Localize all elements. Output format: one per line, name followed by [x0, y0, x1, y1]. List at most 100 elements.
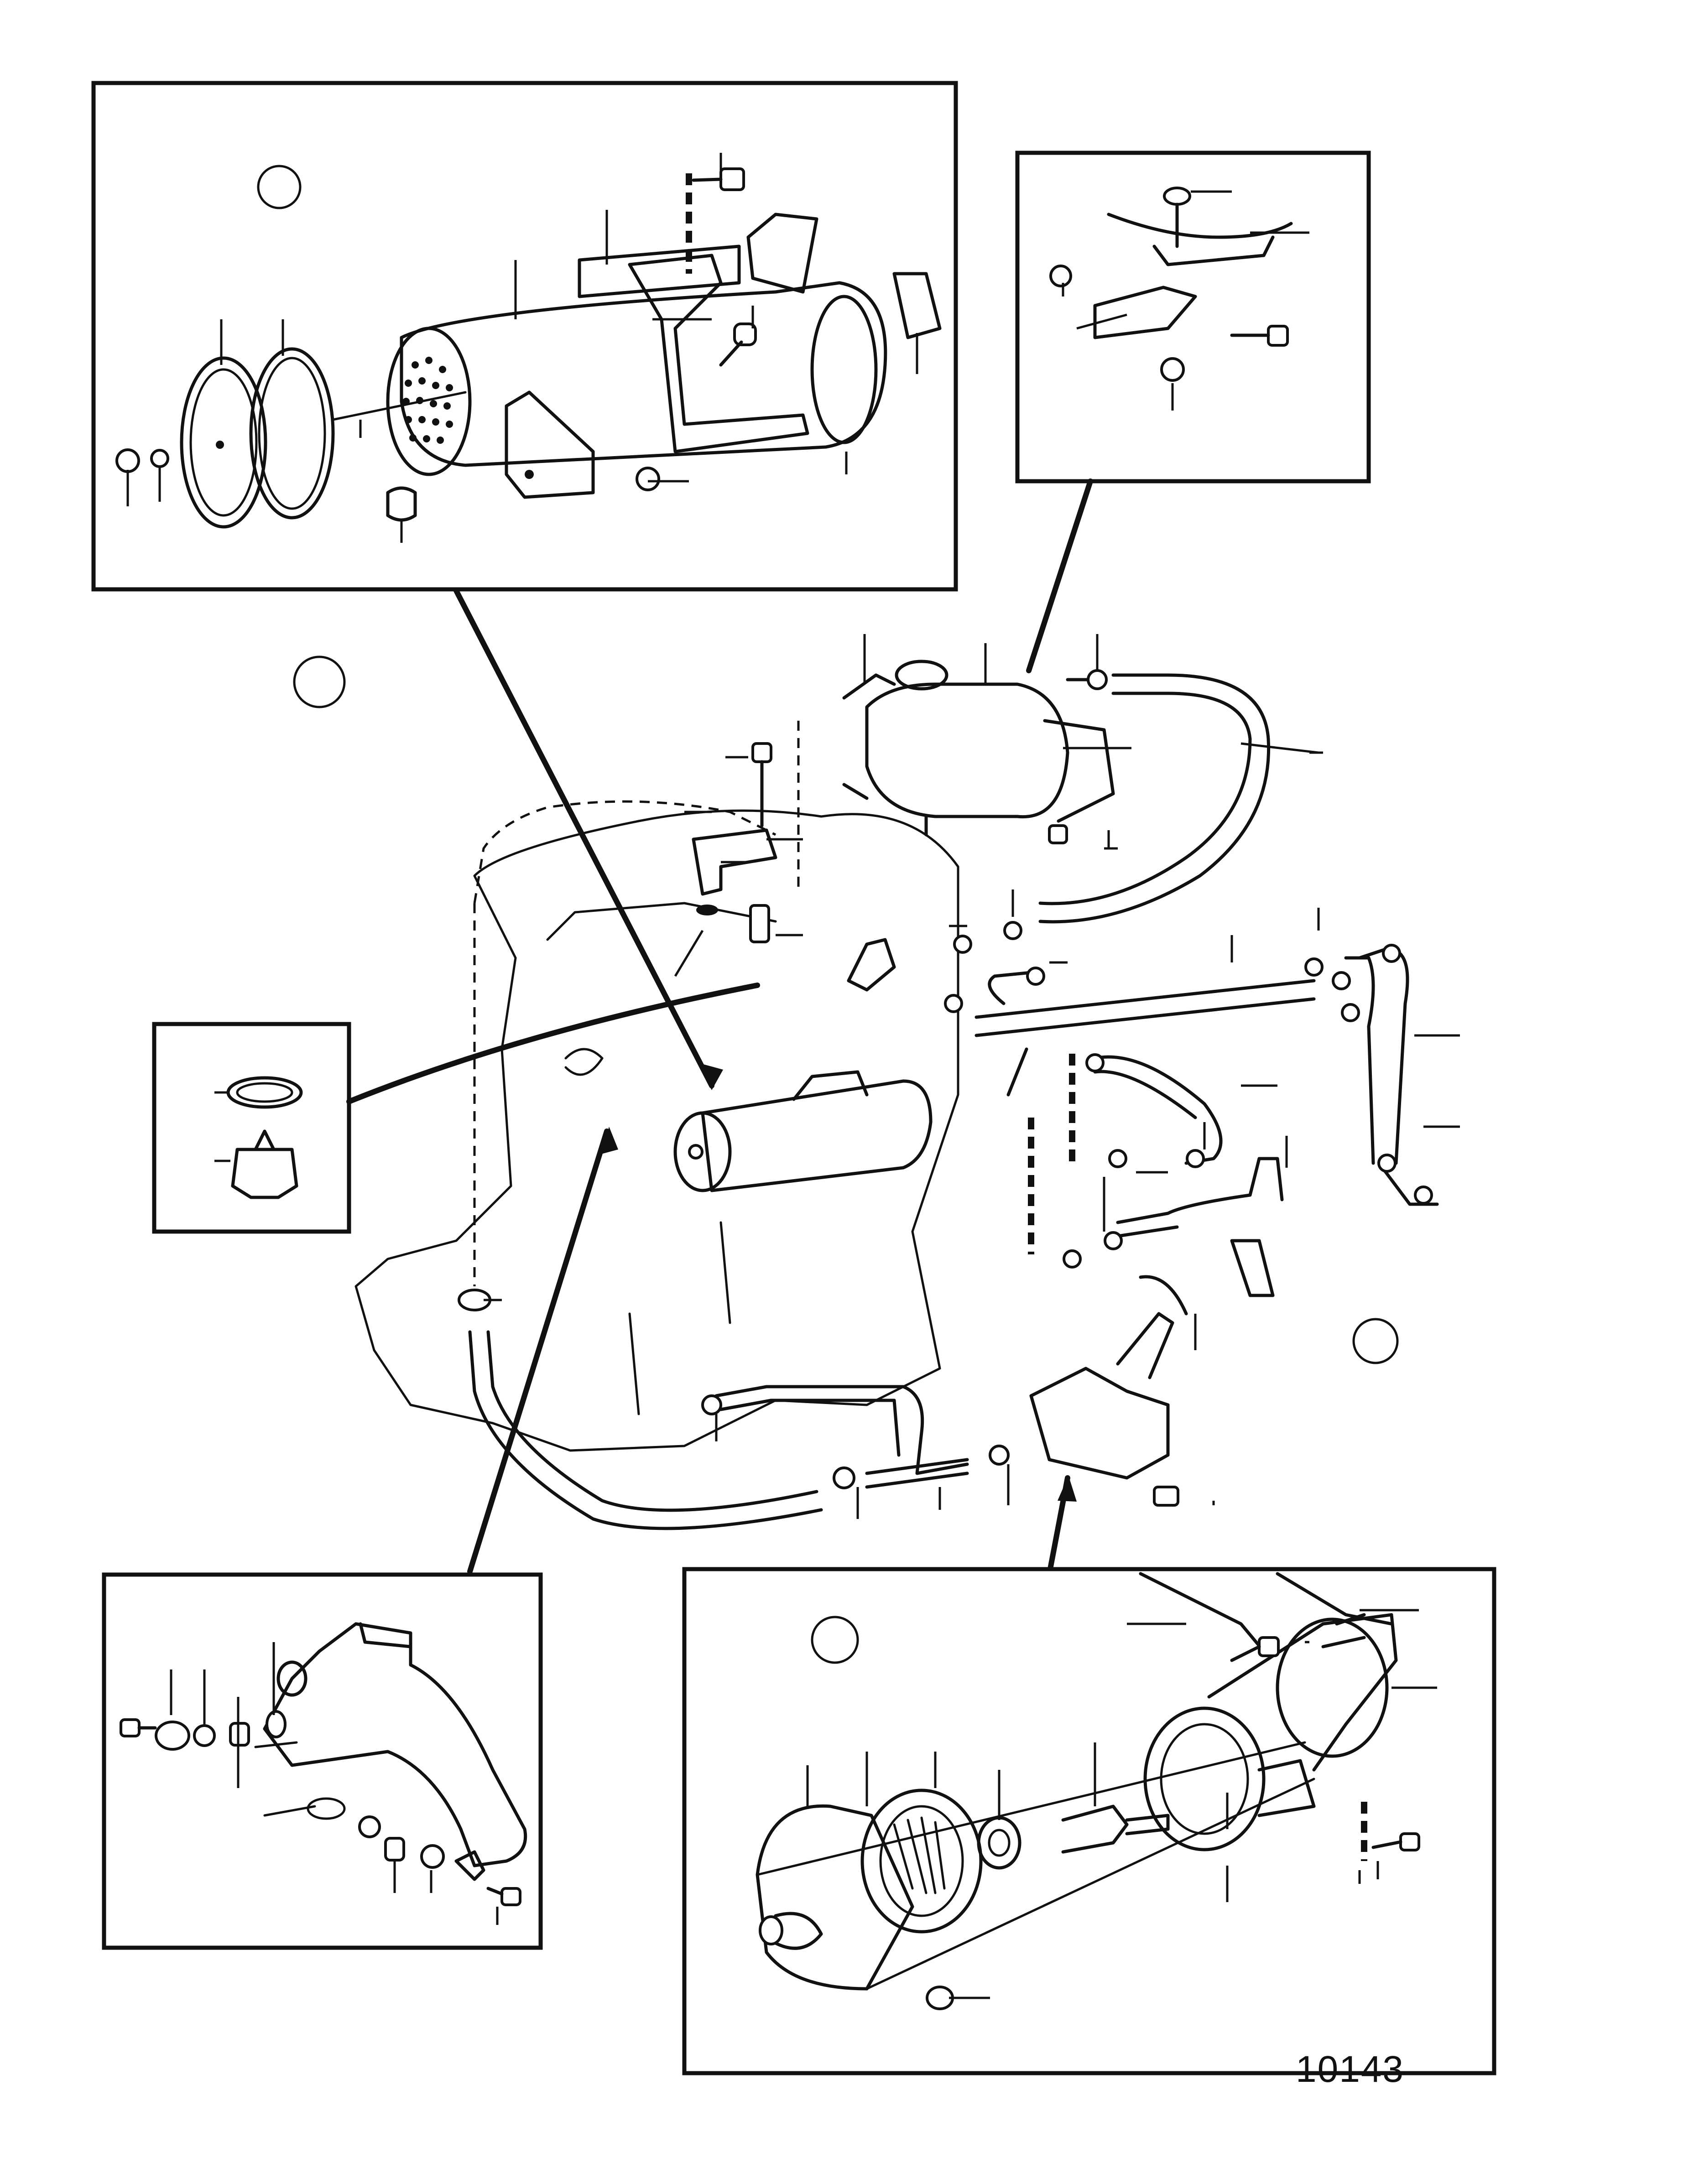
tube-holes	[402, 357, 453, 444]
bracket-strap	[1107, 213, 1293, 266]
drain-plug	[926, 1986, 954, 2010]
thermostat-housing	[847, 938, 896, 992]
alignment-lines	[756, 1741, 1315, 1990]
bypass-pipe	[714, 1385, 969, 1475]
drawing-number: 10143	[1296, 2049, 1405, 2090]
heat-exchanger-bracket	[792, 1070, 869, 1101]
pump-inlet	[774, 1912, 823, 1950]
pump-inlet-port	[759, 1915, 783, 1945]
pointer-exhaust-elbow	[467, 1128, 610, 1574]
inset-water-pump	[682, 1567, 1496, 2075]
long-pipe	[975, 979, 1316, 1037]
pulley-bracket	[1139, 1572, 1398, 1772]
elbow-flange	[359, 1622, 412, 1648]
assembly-lines	[1028, 1054, 1075, 1254]
index-circle	[811, 1616, 859, 1664]
shaft-seal-inner	[988, 1829, 1011, 1857]
impeller	[879, 1805, 964, 1917]
gasket-inner	[258, 357, 326, 510]
elbow-fitting	[1139, 1275, 1188, 1316]
inset-expansion-tank-bracket	[1015, 151, 1371, 484]
elbow-fasteners-left	[120, 1710, 287, 1751]
pump-housing	[756, 1804, 914, 1991]
pulley-ring	[1276, 1617, 1389, 1758]
leader-lines	[1062, 190, 1309, 411]
index-circle	[293, 655, 346, 708]
filler-cap	[895, 660, 949, 691]
gasket	[249, 347, 335, 520]
pump-inlet-pipe	[865, 1458, 969, 1489]
hose-clamp	[1087, 669, 1108, 690]
end-cover	[180, 356, 267, 529]
leader-lines	[214, 1091, 230, 1162]
clamp-band	[628, 254, 809, 453]
heat-exchanger-end	[673, 1111, 732, 1192]
pointer-thermostat	[346, 983, 760, 1104]
engine-detail	[546, 902, 777, 1415]
leader-lines	[806, 1609, 1437, 1999]
inset-frame-thermostat	[152, 1022, 351, 1234]
bolt-head	[1399, 1832, 1420, 1851]
spacer	[749, 904, 770, 943]
engine-outline	[354, 809, 959, 1452]
tie-rod	[332, 391, 467, 421]
nut	[1160, 357, 1185, 382]
leader-lines	[484, 634, 1460, 1519]
pipe-s-bend	[1093, 1055, 1223, 1165]
arrowhead	[698, 1063, 723, 1090]
screw-head	[719, 167, 745, 191]
arrowhead	[1058, 1476, 1077, 1502]
pointer-heat-exchanger	[453, 588, 714, 1088]
elbow-ring	[276, 1660, 307, 1697]
tube-stack-face	[386, 327, 472, 476]
bearing-housing-inner	[1160, 1723, 1249, 1835]
screw-shank	[719, 340, 743, 367]
bracket-slot	[1321, 1613, 1366, 1648]
elbow-detail	[254, 1741, 316, 1817]
mounting-foot	[505, 390, 595, 499]
inset-heat-exchanger	[91, 81, 958, 592]
index-circle	[257, 165, 302, 209]
pump-fitting	[1153, 1486, 1179, 1507]
leader-lines	[170, 1642, 499, 1925]
sealing-ring	[989, 1445, 1010, 1466]
bracket-bolt	[751, 742, 772, 763]
inset-frame-heat-exchanger	[91, 81, 958, 592]
expansion-tank	[865, 682, 1069, 819]
end-cover-rim	[189, 368, 258, 517]
lower-pipe	[1116, 1157, 1284, 1238]
screw-head	[733, 322, 757, 346]
end-boss	[688, 1144, 704, 1160]
overflow-hose-edge	[1038, 692, 1252, 905]
bearing-housing	[1143, 1706, 1266, 1851]
main-cooling-assembly	[293, 634, 1460, 1530]
thermostat-top	[254, 1129, 276, 1151]
bracket-plate	[1093, 286, 1197, 339]
bolt-shank	[1371, 1840, 1402, 1849]
outlet-elbow	[746, 213, 818, 294]
nut	[1049, 265, 1072, 287]
drain-plug	[386, 486, 417, 522]
elbow-fasteners-right	[358, 1815, 521, 1906]
right-pipe-end	[1381, 1166, 1439, 1206]
screw-shank	[692, 177, 723, 182]
water-pump	[1029, 1367, 1170, 1480]
pump-shaft	[1061, 1804, 1170, 1854]
inset-thermostat	[152, 1022, 351, 1234]
housing-neck	[1257, 1759, 1316, 1817]
washer	[150, 449, 169, 468]
small-plate	[892, 272, 942, 339]
tank-bolt	[1048, 824, 1068, 844]
thermostat-ring-inner	[236, 1082, 293, 1103]
washer	[696, 905, 718, 915]
inset-frame-bracket	[1015, 151, 1371, 484]
thermostat-body	[231, 1148, 298, 1199]
clamps	[944, 921, 1433, 1269]
arrowhead	[601, 1127, 618, 1154]
engine-dashed-outline	[473, 800, 777, 1286]
bracket-bolt	[1258, 1636, 1280, 1657]
impeller-plate	[860, 1789, 983, 1934]
bolt-head	[1267, 325, 1289, 347]
bracket-bolt-shank	[1230, 1645, 1261, 1662]
